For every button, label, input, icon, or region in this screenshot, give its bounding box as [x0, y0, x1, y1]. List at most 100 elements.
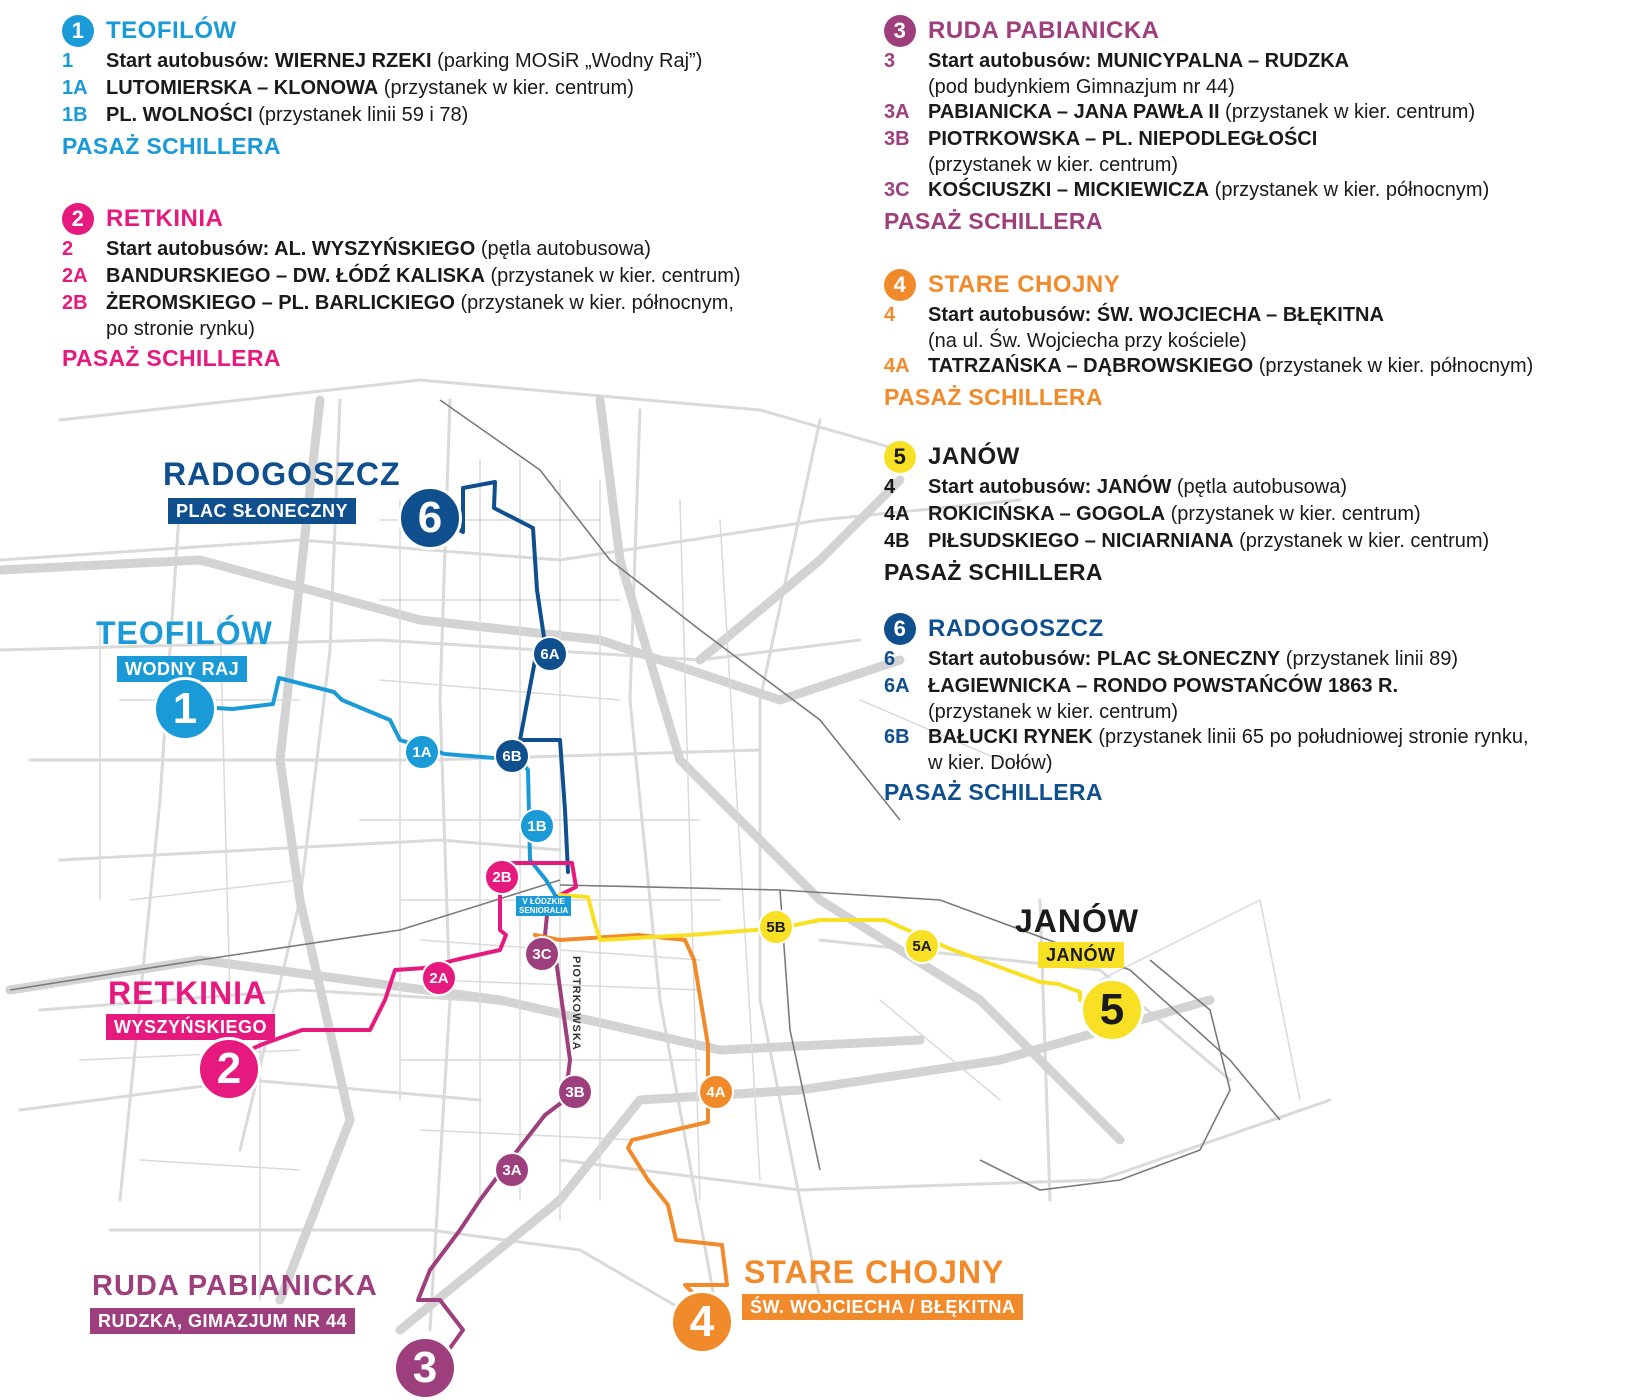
- stop-marker-2a: 2A: [421, 960, 457, 996]
- stop-marker-3c: 3C: [524, 936, 560, 972]
- route-5-title: JANÓW: [928, 443, 1020, 470]
- stop-code: 6: [884, 648, 896, 670]
- stop-desc: (przystanek linii 59 i 78): [252, 104, 469, 126]
- stop-name: Start autobusów: AL. WYSZYŃSKIEGO: [106, 238, 476, 260]
- route-4-start-marker: 4: [670, 1290, 734, 1354]
- destination: PASAŻ SCHILLERA: [884, 559, 1103, 585]
- map-label-radogoszcz: RADOGOSZCZ: [163, 456, 401, 492]
- route-3-circle: 3: [884, 15, 916, 47]
- stop-name: Start autobusów: WIERNEJ RZEKI: [106, 50, 432, 72]
- stop-marker-6b: 6B: [494, 738, 530, 774]
- badge-line-2: SENIORALIA: [519, 906, 569, 915]
- stop-name: KOŚCIUSZKI – MICKIEWICZA: [928, 179, 1210, 201]
- senioralia-badge: V ŁÓDZKIE SENIORALIA: [516, 896, 572, 916]
- stop-marker-6a: 6A: [532, 636, 568, 672]
- stop-desc: (przystanek w kier. centrum): [1219, 101, 1476, 123]
- route-4-circle: 4: [884, 269, 916, 301]
- stop-name: PIŁSUDSKIEGO – NICIARNIANA: [928, 530, 1234, 552]
- stop-name: ŁAGIEWNICKA – RONDO POWSTAŃCÓW 1863 R.: [928, 675, 1399, 697]
- stop-marker-5b: 5B: [758, 909, 794, 945]
- stop-desc: (przystanek w kier. centrum): [1165, 503, 1421, 525]
- stop-name: BAŁUCKI RYNEK: [928, 726, 1093, 748]
- stop-marker-5a: 5A: [904, 928, 940, 964]
- route-5-circle: 5: [884, 441, 916, 473]
- destination: PASAŻ SCHILLERA: [884, 208, 1103, 234]
- stop-name: Start autobusów: PLAC SŁONECZNY: [928, 648, 1281, 670]
- stop-marker-1b: 1B: [519, 808, 555, 844]
- map-label-teofilow: TEOFILÓW: [96, 615, 273, 651]
- stop-desc-continued: (pod budynkiem Gimnazjum nr 44): [928, 76, 1235, 98]
- stop-code: 6B: [884, 726, 910, 748]
- stop-name: ROKICIŃSKA – GOGOLA: [928, 503, 1166, 525]
- route-2-line: [213, 861, 578, 1067]
- stop-name: BANDURSKIEGO – DW. ŁÓDŹ KALISKA: [106, 265, 485, 287]
- route-1-title: TEOFILÓW: [106, 17, 237, 44]
- stop-desc: (przystanek w kier. północnym): [1253, 355, 1534, 377]
- map-tag-chojny: ŚW. WOJCIECHA / BŁĘKITNA: [742, 1294, 1024, 1320]
- route-6-title: RADOGOSZCZ: [928, 615, 1104, 642]
- stop-code: 3C: [884, 179, 910, 201]
- stop-desc-continued: (przystanek w kier. centrum): [928, 701, 1179, 723]
- stop-name: ŻEROMSKIEGO – PL. BARLICKIEGO: [106, 292, 455, 314]
- stop-name: LUTOMIERSKA – KLONOWA: [106, 77, 379, 99]
- street-label-piotrkowska: PIOTRKOWSKA: [570, 956, 582, 1051]
- route-4-title: STARE CHOJNY: [928, 271, 1121, 298]
- route-5-start-marker: 5: [1080, 978, 1144, 1042]
- stop-name: Start autobusów: JANÓW: [928, 476, 1172, 498]
- stop-marker-3b: 3B: [557, 1074, 593, 1110]
- map-tag-janow: JANÓW: [1038, 942, 1124, 968]
- stop-code: 1B: [62, 104, 88, 126]
- stop-marker-3a: 3A: [494, 1152, 530, 1188]
- stop-code: 2: [62, 238, 74, 260]
- stop-code: 4: [884, 476, 896, 498]
- stop-name: PL. WOLNOŚCI: [106, 104, 253, 126]
- route-3-title: RUDA PABIANICKA: [928, 17, 1160, 44]
- destination: PASAŻ SCHILLERA: [62, 345, 281, 371]
- destination: PASAŻ SCHILLERA: [62, 133, 281, 159]
- stop-code: 3: [884, 50, 896, 72]
- legend-route-5: 5 JANÓW 4 Start autobusów: JANÓW (pętla au…: [884, 440, 1489, 589]
- route-2-title: RETKINIA: [106, 205, 224, 232]
- destination: PASAŻ SCHILLERA: [884, 779, 1103, 805]
- stop-desc: (pętla autobusowa): [475, 238, 651, 260]
- stop-code: 4A: [884, 355, 910, 377]
- badge-line-1: V ŁÓDZKIE: [522, 897, 565, 906]
- stop-desc: (przystanek w kier. centrum): [1233, 530, 1490, 552]
- map-label-chojny: STARE CHOJNY: [744, 1254, 1005, 1290]
- route-1-start-marker: 1: [153, 677, 217, 741]
- stop-desc-continued: (przystanek w kier. centrum): [928, 154, 1179, 176]
- route-3-start-marker: 3: [393, 1336, 457, 1400]
- stop-name: PABIANICKA – JANA PAWŁA II: [928, 101, 1220, 123]
- stop-marker-4a: 4A: [698, 1074, 734, 1110]
- stop-code: 3A: [884, 101, 910, 123]
- stop-desc: (pętla autobusowa): [1171, 476, 1348, 498]
- stop-marker-1a: 1A: [404, 734, 440, 770]
- route-1-line: [178, 676, 557, 897]
- street-network: [0, 378, 1332, 1335]
- route-6-circle: 6: [884, 613, 916, 645]
- map-label-ruda: RUDA PABIANICKA: [92, 1270, 378, 1302]
- stop-name: TATRZAŃSKA – DĄBROWSKIEGO: [928, 355, 1254, 377]
- map-label-janow: JANÓW: [1015, 903, 1140, 939]
- stop-desc: (przystanek linii 65 po południowej stro…: [1092, 726, 1529, 748]
- stop-code: 2A: [62, 265, 88, 287]
- stop-desc: (przystanek linii 89): [1280, 648, 1459, 670]
- stop-name: Start autobusów: ŚW. WOJCIECHA – BŁĘKITN…: [928, 304, 1384, 326]
- stop-name: PIOTRKOWSKA – PL. NIEPODLEGŁOŚCI: [928, 128, 1318, 150]
- stop-desc: (przystanek w kier. centrum): [484, 265, 741, 287]
- stop-code: 1: [62, 50, 74, 72]
- route-5-line: [558, 893, 1082, 1002]
- stop-code: 4: [884, 304, 896, 326]
- stop-code: 1A: [62, 77, 88, 99]
- map-tag-ruda: RUDZKA, GIMAZJUM NR 44: [90, 1308, 356, 1334]
- route-2-start-marker: 2: [197, 1037, 261, 1101]
- stop-desc: (przystanek w kier. północnym): [1209, 179, 1490, 201]
- stop-desc-continued: w kier. Dołów): [928, 752, 1053, 774]
- map-label-retkinia: RETKINIA: [108, 975, 268, 1011]
- stop-desc-continued: (na ul. Św. Wojciecha przy kościele): [928, 330, 1247, 352]
- stop-code: 4A: [884, 503, 910, 525]
